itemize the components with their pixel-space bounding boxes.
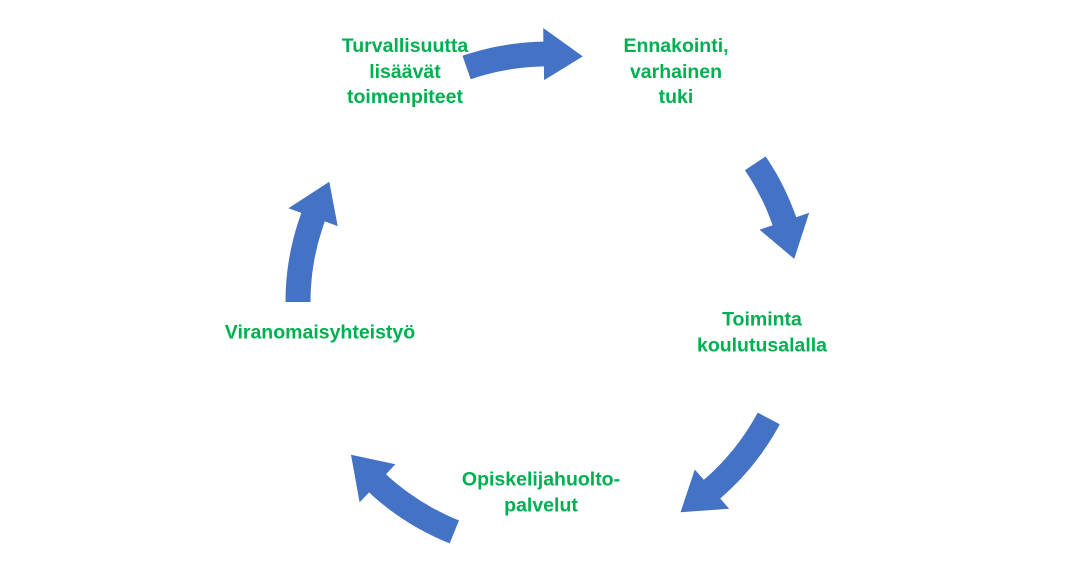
node-viranomaisyhteistyo-line-1: Viranomaisyhteistyö <box>224 321 416 344</box>
node-turvallisuutta: Turvallisuutta lisäävät toimenpiteet <box>342 34 468 111</box>
node-turvallisuutta-line-3: toimenpiteet <box>347 85 463 108</box>
node-opiskelijahuolto-line-1: Opiskelijahuolto- <box>461 468 621 491</box>
arrow-opiskelijahuolto-to-viranomais <box>351 454 459 544</box>
node-toiminta-line-1: Toiminta <box>722 308 802 331</box>
arrow-toiminta-to-opiskelijahuolto <box>680 412 780 513</box>
arrow-turvallisuutta-to-ennakointi <box>462 28 583 81</box>
node-turvallisuutta-line-2: lisäävät <box>369 60 441 83</box>
node-opiskelijahuolto-line-2: palvelut <box>504 494 578 516</box>
node-ennakointi: Ennakointi, varhainen tuki <box>623 34 728 111</box>
node-toiminta-line-2: koulutusalalla <box>696 334 828 356</box>
node-toiminta: Toiminta koulutusalalla <box>697 308 827 359</box>
node-turvallisuutta-line-1: Turvallisuutta <box>341 34 469 57</box>
node-viranomaisyhteistyo: Viranomaisyhteistyö <box>225 320 415 346</box>
node-ennakointi-line-1: Ennakointi, <box>623 34 729 57</box>
node-ennakointi-line-3: tuki <box>658 85 694 108</box>
arrow-ennakointi-to-toiminta <box>744 156 810 259</box>
node-opiskelijahuolto: Opiskelijahuolto- palvelut <box>462 468 620 519</box>
arrow-viranomais-to-turvallisuutta <box>285 181 338 302</box>
node-ennakointi-line-2: varhainen <box>629 60 723 83</box>
